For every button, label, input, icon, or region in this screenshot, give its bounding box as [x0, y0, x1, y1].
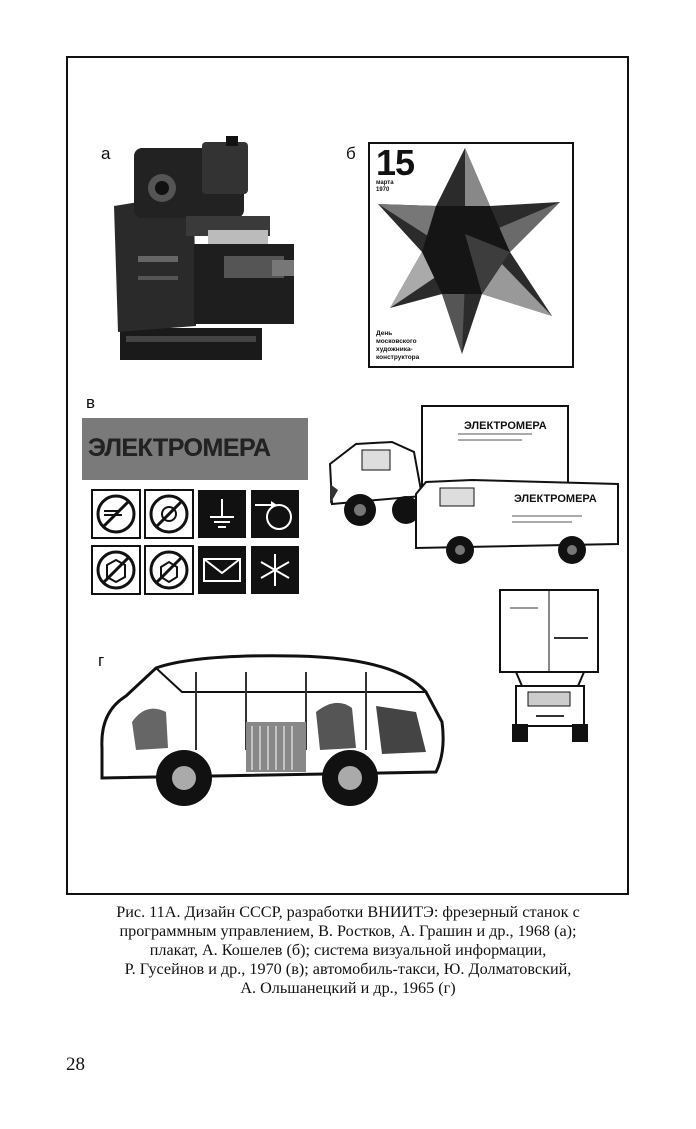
- delivery-trucks-image: [328, 405, 619, 564]
- pictogram-no-hand-icon: [91, 489, 141, 539]
- pictogram-grid: [91, 489, 299, 595]
- van-logo-text: ЭЛЕКТРОМЕРА: [514, 493, 597, 505]
- figure-caption: Рис. 11А. Дизайн СССР, разработки ВНИИТЭ…: [60, 903, 636, 998]
- poster-date-number: 15: [376, 142, 415, 183]
- star-polyhedron-graphic: [378, 148, 560, 354]
- poster-footer-line: конструктора: [376, 354, 420, 361]
- caption-line: плакат, А. Кошелев (б); система визуальн…: [149, 941, 547, 959]
- poster-footer-line: московского: [376, 338, 417, 345]
- pictogram-ground-icon: [198, 490, 246, 538]
- caption-line: Рис. 11А. Дизайн СССР, разработки ВНИИТЭ…: [116, 903, 580, 921]
- taxi-cutaway-image: [100, 654, 445, 806]
- pictogram-no-boxes-icon: [144, 545, 194, 595]
- milling-machine-image: [114, 136, 294, 360]
- caption-line: Р. Гусейнов и др., 1970 (в); автомобиль-…: [124, 960, 572, 978]
- figure-frame: [66, 56, 629, 895]
- label-g: г: [98, 651, 105, 670]
- poster-footer-line: художника-: [376, 346, 413, 353]
- logo-banner-text: ЭЛЕКТРОМЕРА: [88, 434, 271, 462]
- poster-date-lines: марта 1970: [376, 180, 394, 194]
- label-a: а: [101, 144, 111, 163]
- pictogram-envelope-icon: [198, 546, 246, 594]
- poster-footer-line: День: [376, 330, 393, 337]
- label-b: б: [346, 144, 356, 163]
- page-number: 28: [66, 1054, 85, 1075]
- poster-date-month: марта: [376, 180, 394, 186]
- poster-date-year: 1970: [376, 187, 390, 193]
- pictogram-arrow-circle-icon: [251, 490, 299, 538]
- caption-line: программным управлением, В. Ростков, А. …: [119, 922, 577, 940]
- pictogram-snowflake-icon: [251, 546, 299, 594]
- logo-banner: ЭЛЕКТРОМЕРА: [82, 418, 308, 480]
- caption-line: А. Ольшанецкий и др., 1965 (г): [240, 979, 456, 997]
- truck-rear-image: [499, 589, 599, 742]
- pictogram-no-disc-icon: [144, 489, 194, 539]
- poster-footer: День московского художника- конструктора: [376, 330, 419, 362]
- label-v: в: [86, 393, 96, 412]
- truck-logo-text: ЭЛЕКТРОМЕРА: [464, 420, 547, 432]
- poster-image: 15 марта 1970 День московского художника…: [368, 142, 574, 368]
- pictogram-no-box-icon: [91, 545, 141, 595]
